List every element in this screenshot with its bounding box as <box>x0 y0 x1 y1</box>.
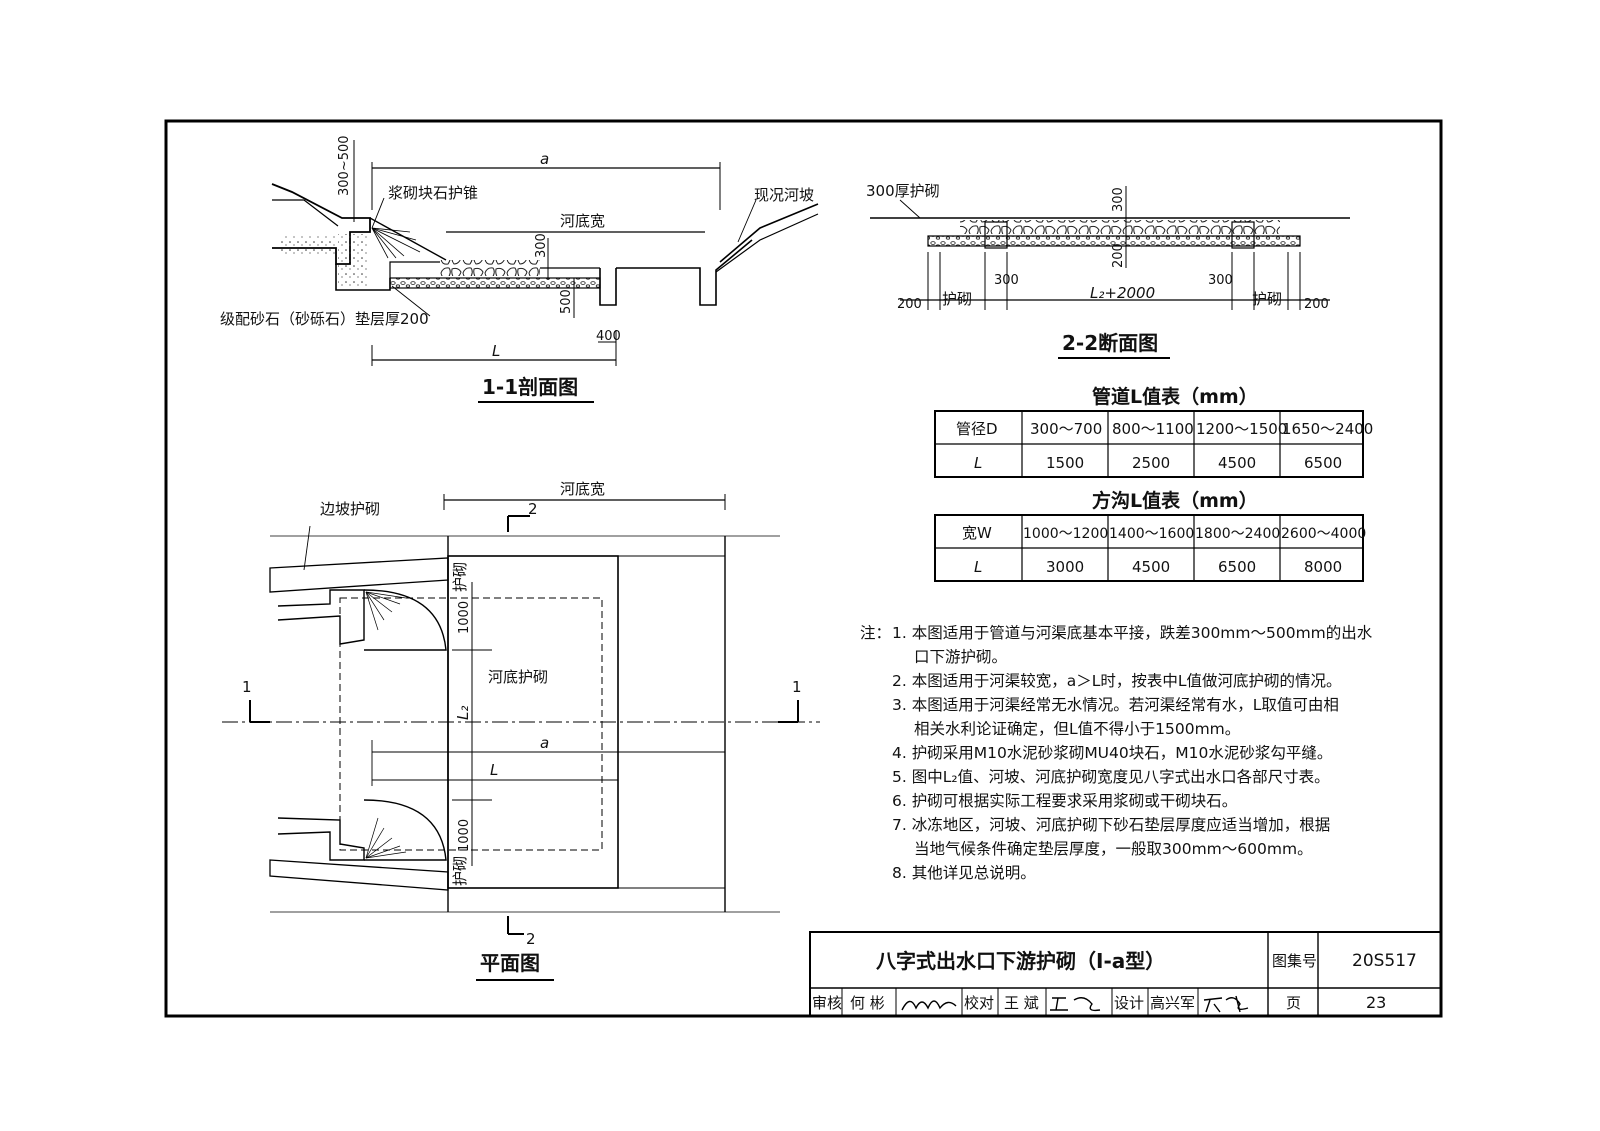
signature-design <box>1203 995 1249 1013</box>
plan-label-slope: 边坡护砌 <box>320 500 380 518</box>
sec11-label-gravel: 级配砂石（砂砾石）垫层厚200 <box>220 310 429 328</box>
ditch-r0: L <box>974 558 982 576</box>
note-line-2: 2. 本图适用于河渠较宽，a＞L时，按表中L值做河底护砌的情况。 <box>892 672 1342 690</box>
review-name: 何 彬 <box>850 994 885 1012</box>
page-label: 页 <box>1286 994 1301 1012</box>
pipe-h4: 1650～2400 <box>1282 420 1373 438</box>
sec11-dim-300: 300 <box>534 233 549 258</box>
section-2-2: 300 200 300厚护砌 200 护砌 300 L₂+2000 300 护砌… <box>866 182 1350 359</box>
note-line-5: 4. 护砌采用M10水泥砂浆砌MU40块石，M10水泥砂浆勾平缝。 <box>892 744 1332 762</box>
ditch-h0: 宽W <box>962 524 992 542</box>
review-label: 审核 <box>812 994 842 1012</box>
pipe-h1: 300～700 <box>1030 420 1102 438</box>
drawing-frame <box>164 119 1443 1018</box>
sec11-label-riverbed-width: 河底宽 <box>560 212 605 230</box>
design-name: 高兴军 <box>1150 994 1195 1012</box>
sec11-dim-L: L <box>492 342 500 360</box>
drawing-title: 八字式出水口下游护砌（Ⅰ-a型） <box>876 949 1165 973</box>
atlas-number: 20S517 <box>1352 951 1417 971</box>
sec22-label-300-thick: 300厚护砌 <box>866 182 940 200</box>
pipe-r2: 2500 <box>1132 454 1170 472</box>
ditch-r1: 3000 <box>1046 558 1084 576</box>
pipe-r1: 1500 <box>1046 454 1084 472</box>
ditch-h3: 1800～2400 <box>1195 526 1280 542</box>
notes-prefix: 注： <box>860 624 891 642</box>
ditch-h1: 1000～1200 <box>1023 526 1108 542</box>
check-label: 校对 <box>964 994 994 1012</box>
signature-check <box>1050 997 1101 1012</box>
plan-dim-L: L <box>490 761 498 779</box>
pipe-table-title: 管道L值表（mm） <box>1092 385 1258 408</box>
sec22-dim-300-top: 300 <box>1111 187 1126 212</box>
plan-label-hu-qi-top: 护砌 <box>451 562 469 592</box>
plan-label-riverbed-revet: 河底护砌 <box>488 668 548 686</box>
sec11-dim-300-500: 300~500 <box>337 135 352 196</box>
note-line-10: 8. 其他详见总说明。 <box>892 864 1036 882</box>
ditch-l-table: 方沟L值表（mm） 宽W 1000～1200 1400～1600 1800～24… <box>934 489 1366 582</box>
sec11-dim-500: 500 <box>559 289 574 314</box>
pipe-l-table: 管道L值表（mm） 管径D 300～700 800～1100 1200～1500… <box>934 385 1373 478</box>
sec22-dim-300-left: 300 <box>994 273 1019 288</box>
pipe-r0: L <box>974 454 982 472</box>
plan-dim-1000-bottom: 1000 <box>457 819 472 852</box>
pipe-h0: 管径D <box>956 420 998 438</box>
sec11-title: 1-1剖面图 <box>482 375 578 399</box>
plan-title: 平面图 <box>480 951 540 975</box>
plan-cut-2-bottom: 2 <box>526 930 536 948</box>
note-line-8: 7. 冰冻地区，河坡、河底护砌下砂石垫层厚度应适当增加，根据 <box>892 815 1330 834</box>
sec11-label-bank: 现况河坡 <box>754 186 814 204</box>
plan-dim-a: a <box>540 734 549 752</box>
sec22-label-hu-qi-left: 护砌 <box>942 290 972 308</box>
sec22-dim-200-right: 200 <box>1304 297 1329 312</box>
notes: 注： 1. 本图适用于管道与河渠底基本平接，跌差300mm～500mm的出水 口… <box>860 624 1373 882</box>
sec11-dim-a: a <box>540 150 549 168</box>
title-block: 八字式出水口下游护砌（Ⅰ-a型） 图集号 20S517 审核 何 彬 校对 王 … <box>809 931 1442 1017</box>
pipe-r4: 6500 <box>1304 454 1342 472</box>
note-line-0: 1. 本图适用于管道与河渠底基本平接，跌差300mm～500mm的出水 <box>892 624 1373 642</box>
plan-label-hu-qi-bottom: 护砌 <box>451 856 469 886</box>
pipe-h2: 800～1100 <box>1112 420 1194 438</box>
plan-cut-1-left: 1 <box>242 678 252 696</box>
pipe-h3: 1200～1500 <box>1196 420 1287 438</box>
ditch-r4: 8000 <box>1304 558 1342 576</box>
pipe-r3: 4500 <box>1218 454 1256 472</box>
check-name: 王 斌 <box>1004 994 1039 1012</box>
ditch-r3: 6500 <box>1218 558 1256 576</box>
sec22-label-hu-qi-right: 护砌 <box>1252 290 1282 308</box>
signature-review <box>901 1000 957 1011</box>
note-line-1: 口下游护砌。 <box>914 648 1007 666</box>
section-1-1: a 300~500 浆砌块石护锥 河底宽 <box>220 135 819 403</box>
ditch-table-title: 方沟L值表（mm） <box>1092 489 1258 512</box>
plan-dim-1000-top: 1000 <box>457 601 472 634</box>
sec11-label-cone: 浆砌块石护锥 <box>388 184 478 202</box>
plan-view: 河底宽 边坡护砌 护砌 护砌 <box>222 480 820 981</box>
sec22-dim-300-right: 300 <box>1208 273 1233 288</box>
ditch-h4: 2600～4000 <box>1281 526 1366 542</box>
sec22-dim-200-mid: 200 <box>1111 243 1126 268</box>
sec22-dim-200-left: 200 <box>897 297 922 312</box>
design-label: 设计 <box>1114 994 1144 1012</box>
sec22-title: 2-2断面图 <box>1062 331 1158 355</box>
plan-dim-L2: L₂ <box>454 706 472 720</box>
page-number: 23 <box>1366 993 1386 1012</box>
plan-cut-2-top: 2 <box>528 500 538 518</box>
note-line-4: 相关水利论证确定，但L值不得小于1500mm。 <box>914 720 1240 738</box>
ditch-r2: 4500 <box>1132 558 1170 576</box>
ditch-h2: 1400～1600 <box>1109 526 1194 542</box>
plan-cut-1-right: 1 <box>792 678 802 696</box>
note-line-7: 6. 护砌可根据实际工程要求采用浆砌或干砌块石。 <box>892 792 1237 810</box>
sec22-dim-L2: L₂+2000 <box>1090 284 1155 302</box>
plan-label-riverbed-width: 河底宽 <box>560 480 605 498</box>
note-line-3: 3. 本图适用于河渠经常无水情况。若河渠经常有水，L取值可由相 <box>892 696 1339 714</box>
note-line-6: 5. 图中L₂值、河坡、河底护砌宽度见八字式出水口各部尺寸表。 <box>892 768 1330 786</box>
note-line-9: 当地气候条件确定垫层厚度，一般取300mm～600mm。 <box>914 840 1313 858</box>
atlas-label: 图集号 <box>1272 952 1317 970</box>
sec11-dim-400: 400 <box>596 329 621 344</box>
